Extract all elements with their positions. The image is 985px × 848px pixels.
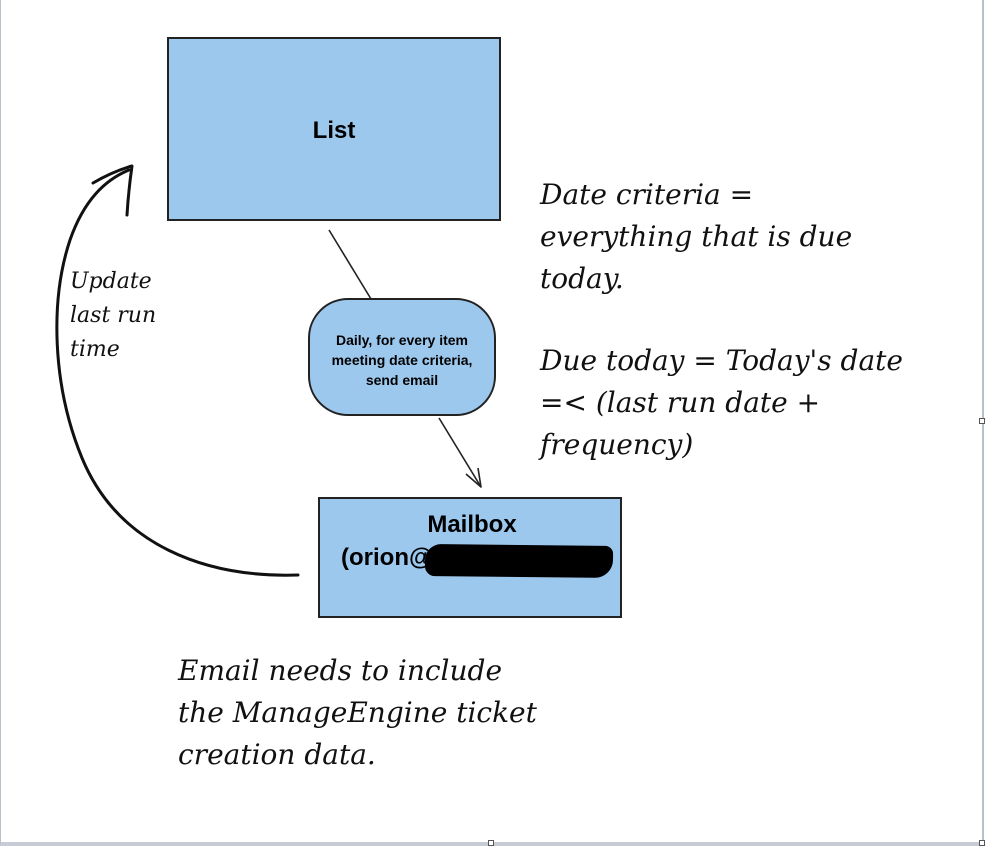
list-label: List [312,117,356,144]
note-line: frequency) [540,428,694,461]
note-line: today. [540,262,624,295]
note-line: everything that is due [540,220,853,253]
mailbox-title-wrap: Mailbox [320,511,620,539]
note-date-criteria: Date criteria = everything that is due t… [540,174,852,300]
note-email-requirement: Email needs to include the ManageEngine … [178,650,537,776]
resize-handle-icon[interactable] [488,840,494,846]
note-line: time [70,337,120,362]
note-due-today: Due today = Today's date =< (last run da… [540,340,903,466]
mailbox-address: (orion@ [341,544,433,571]
note-update-last-run: Update last run time [70,265,156,367]
edge-process-to-mailbox [438,417,482,488]
arrowhead-mailbox-icon [465,467,482,488]
note-line: Date criteria = [540,178,754,211]
resize-handle-icon[interactable] [979,840,985,846]
arrowhead-list-icon [91,164,134,217]
note-line: creation data. [178,738,376,771]
note-line: the ManageEngine ticket [178,696,537,729]
process-label: Daily, for every item meeting date crite… [331,332,473,388]
note-line: Due today = Today's date [540,344,903,377]
note-line: Email needs to include [178,654,503,687]
note-line: last run [70,303,157,328]
mailbox-title: Mailbox [427,511,517,538]
process-node: Daily, for every item meeting date crite… [308,298,496,416]
edge-list-to-process [328,229,372,300]
resize-handle-icon[interactable] [979,418,985,424]
edge-mailbox-to-list [55,168,300,577]
note-line: Update [70,269,152,294]
note-line: =< (last run date + [540,386,821,419]
list-node: List [167,37,501,221]
